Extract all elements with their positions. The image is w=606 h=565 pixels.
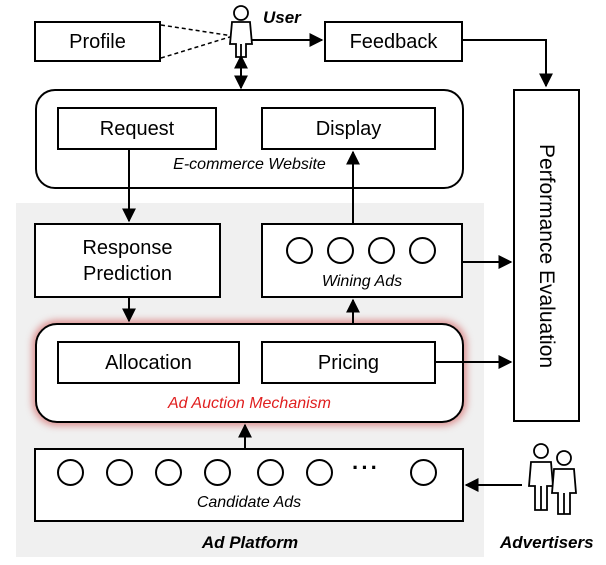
allocation-box: Allocation [57,341,240,384]
allocation-label: Allocation [105,351,192,374]
winning-ad-circle [327,237,354,264]
candidate-ads-box [34,448,464,522]
response-prediction-label: Response Prediction [82,236,173,285]
profile-label: Profile [69,30,126,53]
ad-platform-label: Ad Platform [201,533,299,552]
performance-evaluation-box: Performance Evaluation [513,89,580,422]
advertisers-label: Advertisers [500,533,594,552]
candidate-ads-ellipsis: ··· [352,455,380,480]
request-box: Request [57,107,217,150]
profile-user-link-top [160,24,234,37]
winning-ad-circle [368,237,395,264]
candidate-ad-circle [257,459,284,486]
profile-box: Profile [34,21,161,62]
candidate-ad-circle [57,459,84,486]
winning-ad-circle [286,237,313,264]
ad-auction-mechanism-label: Ad Auction Mechanism [167,395,332,412]
people-icon [528,443,577,515]
pricing-label: Pricing [317,351,380,374]
feedback-label: Feedback [349,30,438,53]
candidate-ad-circle [155,459,182,486]
feedback-to-performance-arrow [463,39,553,88]
candidate-ad-circle [204,459,231,486]
response-prediction-box: Response Prediction [34,223,221,298]
ecommerce-website-label: E-commerce Website [173,156,326,173]
profile-user-link-bottom [160,35,234,59]
candidate-ad-circle [410,459,437,486]
display-label: Display [315,117,382,140]
pricing-box: Pricing [261,341,436,384]
winning-ads-label: Wining Ads [321,273,403,290]
user-label: User [263,8,301,27]
request-label: Request [99,117,175,140]
candidate-ad-circle [106,459,133,486]
winning-ad-circle [409,237,436,264]
candidate-ad-circle [306,459,333,486]
display-box: Display [261,107,436,150]
feedback-box: Feedback [324,21,463,62]
person-icon [229,5,253,58]
candidate-ads-label: Candidate Ads [196,494,302,511]
